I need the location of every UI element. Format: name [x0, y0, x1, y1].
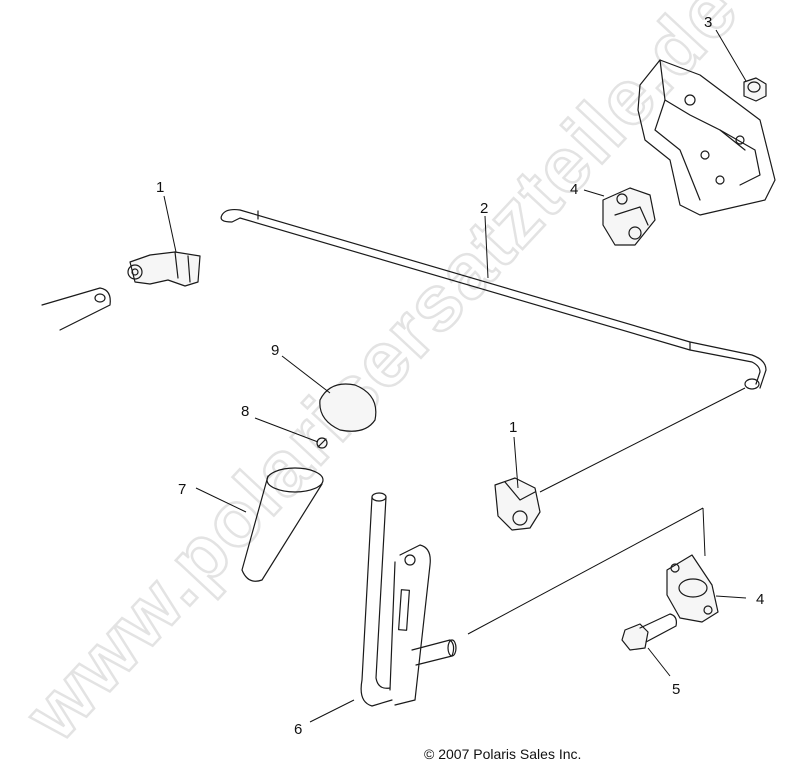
callout-4-lower: 4	[756, 591, 764, 608]
stabilizer-bar-part-2	[220, 208, 767, 390]
screw-part-8	[316, 437, 328, 449]
clamp-part-1-top	[127, 251, 201, 287]
callout-5: 5	[672, 681, 680, 698]
callout-3: 3	[704, 14, 712, 31]
leader-lines	[163, 29, 747, 723]
bolt-part-5	[621, 613, 677, 651]
brake-pedal-part-6	[360, 492, 457, 707]
frame-tube	[41, 287, 111, 331]
callout-1-lower: 1	[509, 419, 517, 436]
bushing-part-4-lower	[666, 554, 719, 623]
clamp-part-1-lower	[494, 477, 541, 531]
nut-part-3	[743, 77, 767, 102]
callout-4-top: 4	[570, 181, 578, 198]
callout-9: 9	[271, 342, 279, 359]
callout-6: 6	[294, 721, 302, 738]
callout-2: 2	[480, 200, 488, 217]
callout-8: 8	[241, 403, 249, 420]
callout-7: 7	[178, 481, 186, 498]
copyright-notice: © 2007 Polaris Sales Inc.	[424, 746, 582, 762]
bushing-part-4-top	[602, 187, 656, 246]
callout-labels: 1 2 3 4 9 8 7 1 4 5 6	[156, 14, 764, 738]
mounting-bracket	[637, 59, 776, 216]
boot-part-7	[241, 467, 324, 582]
pedal-pad-part-9	[319, 383, 377, 432]
callout-1-top: 1	[156, 179, 164, 196]
